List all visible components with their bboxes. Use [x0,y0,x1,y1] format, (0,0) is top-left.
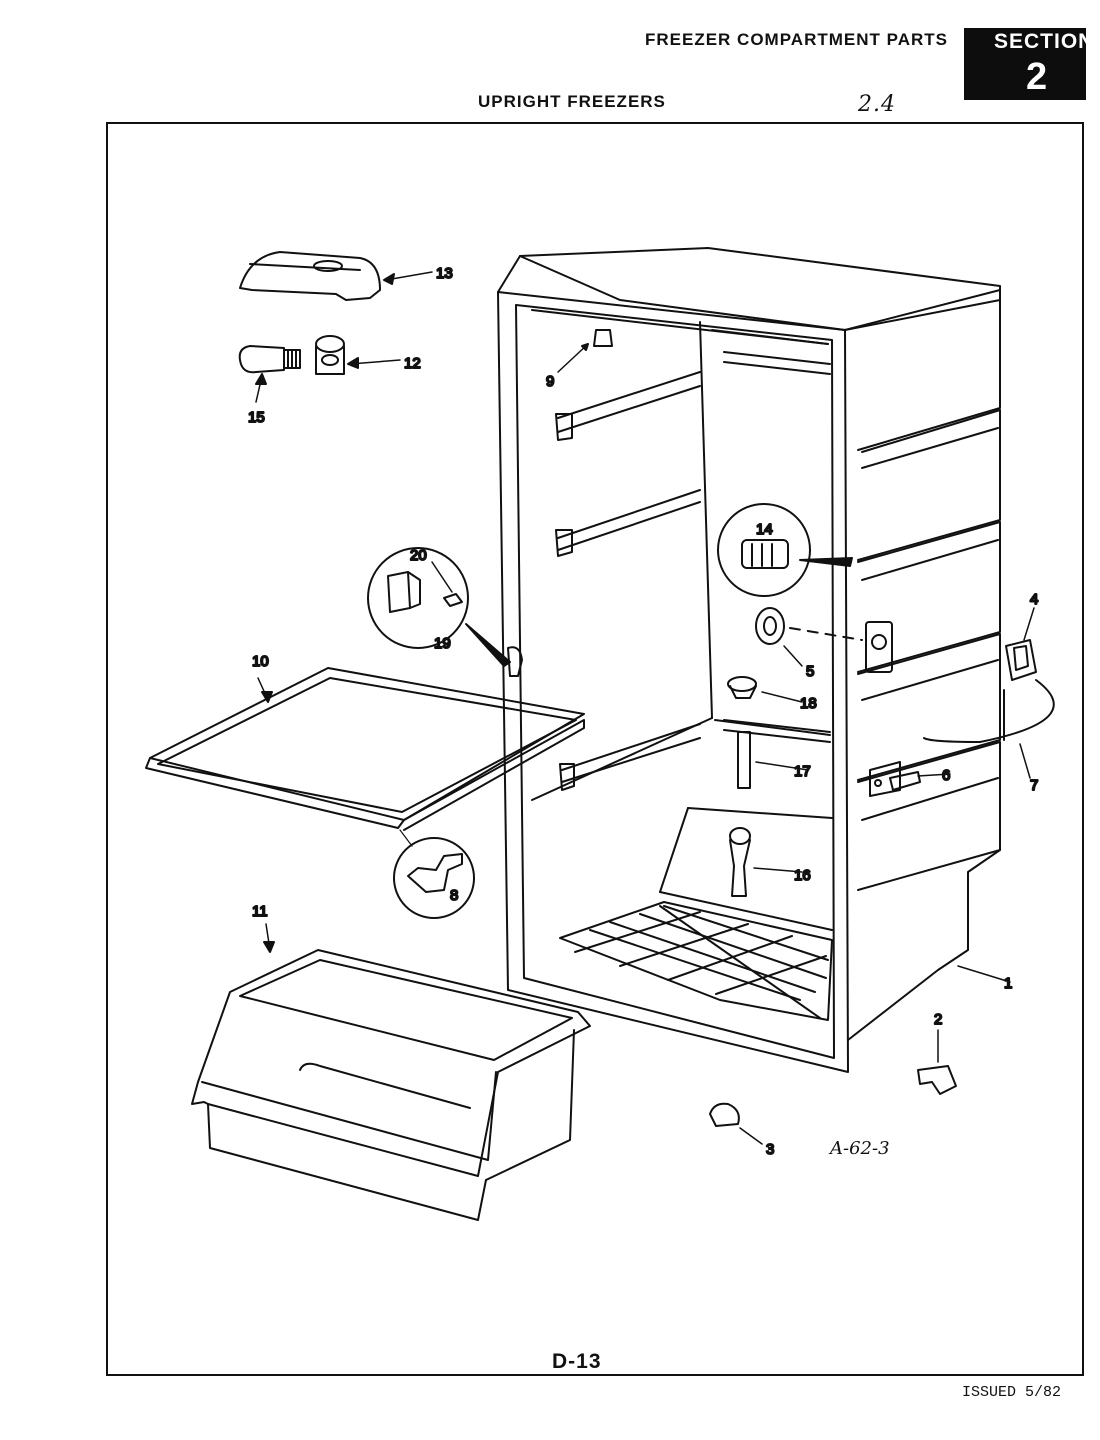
part-2-hinge [917,1029,957,1095]
callout-9: 9 [546,373,554,390]
part-8-clip-detail [393,837,475,919]
part-17-tube [737,731,751,789]
issued-date: ISSUED 5/82 [962,1384,1062,1401]
part-13-light-cover [239,251,433,301]
part-18-cap [727,676,757,699]
diagram-frame [106,122,1084,1376]
drawing-id: A-62-3 [828,1138,890,1159]
part-15-bulb [238,345,301,403]
part-12-light-socket [315,335,401,375]
callout-18: 18 [800,695,817,712]
callout-8: 8 [450,887,458,904]
callout-14: 14 [756,521,773,538]
callout-20: 20 [410,547,427,564]
callout-19: 19 [434,635,451,652]
page-title: UPRIGHT FREEZERS [478,92,666,111]
part-5-knob [755,607,863,645]
part-9-socket [557,329,613,373]
part-6-bracket [889,771,921,791]
handwritten-reference: 2.4 [858,92,896,117]
callout-6: 6 [942,767,950,784]
callout-7: 7 [1030,777,1038,794]
callout-4: 4 [1030,591,1038,608]
part-16-drain [729,827,751,897]
section-badge: SECTION 2 [964,28,1093,100]
callout-11: 11 [252,903,268,920]
callout-17: 17 [794,763,811,780]
callout-3: 3 [766,1141,774,1158]
callout-1: 1 [1004,975,1012,992]
part-19-20-latch-detail [367,547,523,677]
part-4-switch [923,607,1055,743]
part-14-thermostat [717,503,853,597]
part-3-glide [709,1102,763,1145]
section-label: SECTION [994,30,1095,53]
callout-10: 10 [252,653,269,670]
callout-12: 12 [404,355,421,372]
section-number: 2 [1026,56,1048,98]
page-category: FREEZER COMPARTMENT PARTS [645,30,948,49]
callout-13: 13 [436,265,453,282]
page-code: D-13 [552,1350,602,1373]
callout-16: 16 [794,867,811,884]
part-11-crisper-bin [191,923,591,1221]
callout-15: 15 [248,409,265,426]
freezer-cabinet [497,247,1001,1073]
callout-5: 5 [806,663,814,680]
part-10-shelf [145,667,585,847]
callout-2: 2 [934,1011,942,1028]
